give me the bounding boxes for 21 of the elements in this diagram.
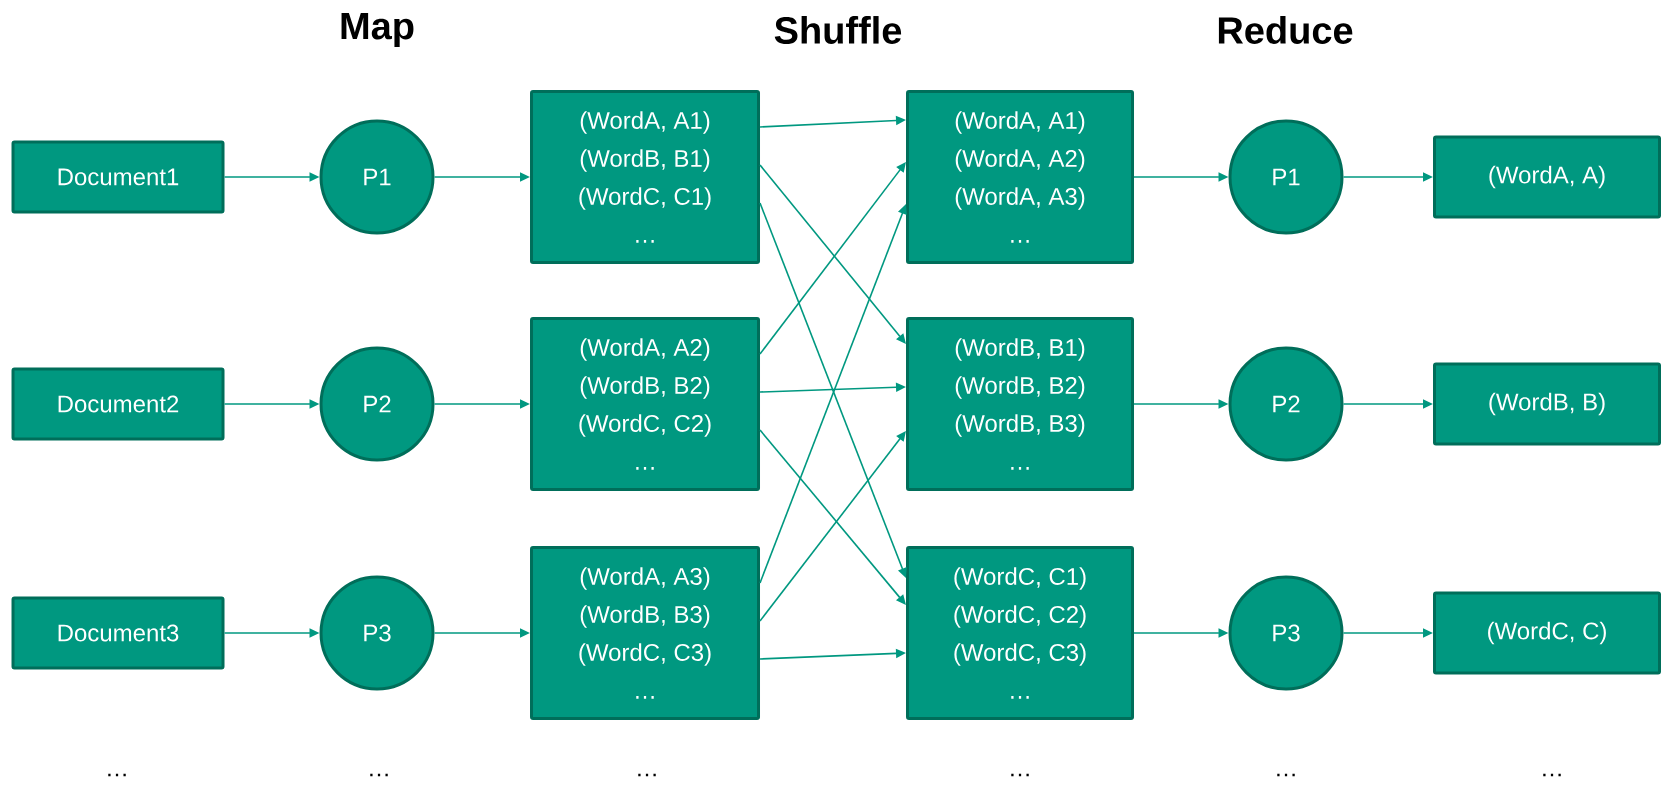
result-box: (WordB, B) bbox=[1433, 362, 1661, 446]
document-box: Document3 bbox=[11, 596, 225, 670]
column-heading: Shuffle bbox=[774, 16, 902, 44]
ellipsis: … bbox=[1277, 773, 1295, 777]
key-value-box: (WordA, A2) (WordB, B2) (WordC, C2) … bbox=[530, 317, 760, 491]
column-heading: Map bbox=[341, 13, 414, 47]
key-value-box: (WordA, A1) (WordB, B1) (WordC, C1) … bbox=[530, 90, 760, 264]
key-value-box: (WordA, A3) (WordB, B3) (WordC, C3) … bbox=[530, 546, 760, 720]
result-box: (WordA, A) bbox=[1433, 135, 1661, 219]
result-box: (WordC, C) bbox=[1433, 591, 1661, 675]
ellipsis: … bbox=[1543, 773, 1561, 777]
column-heading: Reduce bbox=[1218, 16, 1353, 44]
ellipsis: … bbox=[1011, 773, 1029, 777]
key-value-box: (WordA, A1) (WordA, A2) (WordA, A3) … bbox=[906, 90, 1134, 264]
ellipsis: … bbox=[108, 773, 126, 777]
document-box: Document1 bbox=[11, 140, 225, 214]
ellipsis: … bbox=[370, 773, 388, 777]
key-value-box: (WordB, B1) (WordB, B2) (WordB, B3) … bbox=[906, 317, 1134, 491]
ellipsis: … bbox=[638, 773, 656, 777]
document-box: Document2 bbox=[11, 367, 225, 441]
key-value-box: (WordC, C1) (WordC, C2) (WordC, C3) … bbox=[906, 546, 1134, 720]
